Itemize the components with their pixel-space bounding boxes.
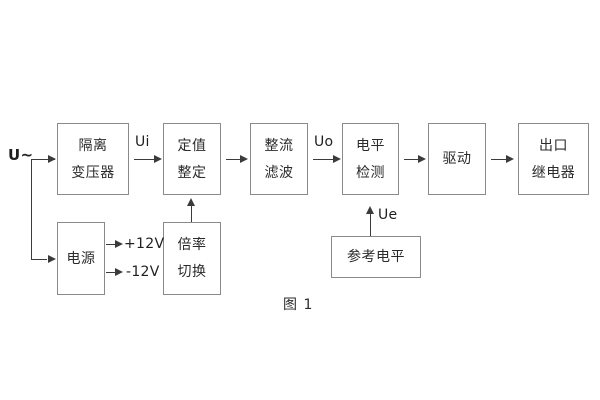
block-line: 出口 — [539, 137, 568, 154]
block-line: 参考电平 — [347, 249, 405, 265]
arrowhead-drive-to-relay — [506, 155, 514, 163]
block-setting-value[interactable]: 定值 整定 — [163, 123, 221, 195]
block-level-detection[interactable]: 电平 检测 — [342, 123, 399, 195]
arrowhead-u-to-power — [48, 255, 56, 263]
block-line: 检测 — [356, 164, 385, 181]
block-line: 整流 — [264, 137, 294, 154]
arrowhead-reference-to-level — [366, 206, 374, 214]
arrowhead-setting-to-rectify — [240, 155, 248, 163]
block-line: 倍率 — [177, 237, 207, 253]
block-power-supply[interactable]: 电源 — [57, 222, 105, 295]
block-line: 切换 — [177, 264, 207, 280]
block-line: 驱动 — [442, 151, 472, 167]
signal-label-uo: Uo — [314, 134, 334, 150]
block-line: 隔离 — [78, 137, 108, 154]
block-line: 整定 — [177, 164, 207, 181]
signal-label-ui: Ui — [135, 134, 150, 150]
label-plus-12v: +12V — [124, 236, 165, 252]
block-line: 继电器 — [531, 164, 576, 181]
block-line: 变压器 — [71, 164, 115, 181]
connector-power-plus12v — [106, 244, 119, 245]
block-rectify-filter[interactable]: 整流 滤波 — [250, 123, 308, 195]
connector-setting-to-rectify — [226, 159, 241, 160]
block-isolation-transformer[interactable]: 隔离 变压器 — [57, 123, 129, 195]
arrowhead-minus12v — [115, 268, 123, 276]
arrowhead-plus12v — [115, 240, 123, 248]
figure-caption: 图 1 — [283, 297, 314, 313]
input-bus-vertical — [31, 159, 32, 259]
input-bus-to-power — [31, 259, 47, 260]
arrowhead-transformer-to-setting — [154, 155, 162, 163]
block-output-relay[interactable]: 出口 继电器 — [518, 123, 589, 195]
connector-level-to-drive — [404, 159, 419, 160]
block-drive[interactable]: 驱动 — [428, 123, 486, 195]
connector-drive-to-relay — [491, 159, 507, 160]
arrowhead-u-to-transformer — [48, 155, 56, 163]
connector-transformer-to-setting — [134, 159, 155, 160]
connector-reference-to-level — [370, 213, 371, 236]
signal-label-ue: Ue — [378, 207, 398, 223]
input-label-u: U~ — [8, 146, 34, 164]
block-line: 定值 — [177, 137, 207, 154]
block-reference-level[interactable]: 参考电平 — [331, 236, 421, 278]
block-line: 电源 — [66, 250, 96, 267]
block-line: 滤波 — [264, 164, 294, 181]
arrowhead-level-to-drive — [418, 155, 426, 163]
block-line: 电平 — [356, 137, 385, 154]
connector-multiplier-to-setting — [191, 205, 192, 222]
label-minus-12v: -12V — [126, 264, 160, 280]
block-multiplier-switch[interactable]: 倍率 切换 — [163, 222, 221, 295]
connector-rectify-to-level — [313, 159, 334, 160]
arrowhead-multiplier-to-setting — [187, 198, 195, 206]
connector-power-minus12v — [106, 272, 119, 273]
arrowhead-rectify-to-level — [333, 155, 341, 163]
connector-u-to-transformer — [36, 159, 49, 160]
